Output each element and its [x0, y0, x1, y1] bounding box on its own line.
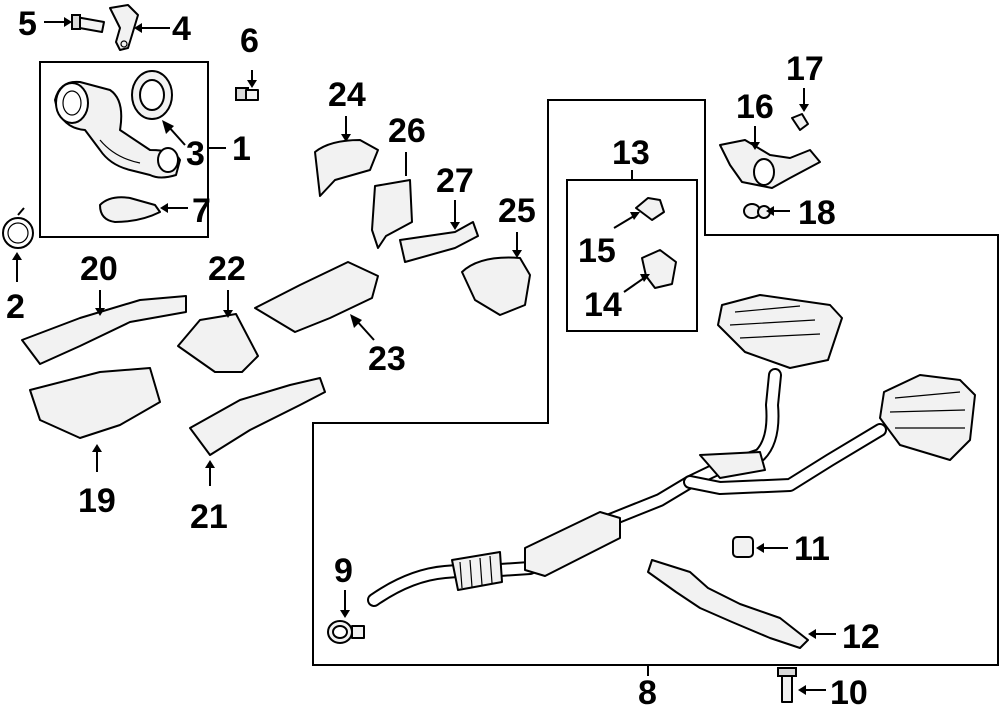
heat-shield-part-21 [189, 377, 326, 456]
clamp-part-9 [327, 620, 365, 644]
callout-18: 18 [798, 194, 836, 232]
callout-labels: 5 4 6 1 3 7 2 20 19 22 21 23 24 26 27 25… [6, 5, 880, 709]
leader-lines [12, 17, 836, 695]
heat-shield-part-19 [29, 367, 161, 439]
callout-21: 21 [190, 498, 228, 536]
callout-11: 11 [794, 530, 830, 568]
callout-9: 9 [334, 552, 353, 590]
callout-16: 16 [736, 88, 774, 126]
callout-7: 7 [192, 192, 211, 230]
heat-shield-part-20 [21, 295, 187, 365]
bracket-part-4 [109, 4, 139, 51]
heat-shield-part-27 [399, 221, 479, 263]
callout-10: 10 [830, 674, 868, 709]
hanger-part-15 [635, 197, 665, 221]
heat-shield-part-22 [177, 313, 259, 373]
callout-17: 17 [786, 50, 824, 88]
heat-shield-part-26 [371, 179, 413, 249]
nut-part-11 [732, 536, 754, 558]
converter-heat-shield-bracket [99, 196, 161, 223]
callout-26: 26 [388, 112, 426, 150]
clamp-part-2 [2, 207, 34, 249]
callout-15: 15 [578, 232, 616, 270]
exhaust-system-box [312, 99, 999, 666]
converter-gasket [131, 70, 173, 120]
callout-8: 8 [638, 674, 657, 709]
callout-3: 3 [186, 135, 205, 173]
callout-20: 20 [80, 250, 118, 288]
exhaust-pipe-system [367, 294, 976, 607]
callout-25: 25 [498, 192, 536, 230]
bolt-part-6 [235, 87, 259, 101]
callout-2: 2 [6, 288, 25, 326]
callout-14: 14 [584, 286, 622, 324]
callout-22: 22 [208, 250, 246, 288]
callout-6: 6 [240, 22, 259, 60]
callout-12: 12 [842, 618, 880, 656]
callout-5: 5 [18, 5, 37, 43]
callout-19: 19 [78, 482, 116, 520]
callout-23: 23 [368, 340, 406, 378]
clip-part-17 [791, 113, 809, 131]
bracket-part-12 [647, 559, 809, 649]
bolt-part-5 [71, 14, 105, 33]
catalytic-converter [54, 80, 181, 179]
catalytic-converter-group-box [39, 61, 209, 238]
callout-13: 13 [612, 134, 650, 172]
grommet-part-18 [743, 203, 771, 219]
bolt-part-10 [777, 667, 797, 703]
callout-4: 4 [172, 10, 191, 48]
callout-1: 1 [232, 130, 251, 168]
heat-shield-part-24 [314, 139, 379, 197]
hanger-part-14 [641, 249, 677, 289]
heat-shield-part-23 [254, 261, 379, 333]
callout-24: 24 [328, 76, 366, 114]
heat-shield-part-25 [461, 256, 531, 316]
callout-27: 27 [436, 162, 474, 200]
